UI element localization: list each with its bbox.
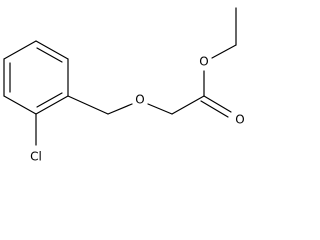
carbonyl-double-bond-inner: [200, 100, 229, 118]
methylene-to-carbonyl-bond: [171, 95, 205, 115]
ring-bond: [35, 95, 69, 115]
carbonyl-oxygen-label: O: [235, 113, 244, 127]
ester-oxygen-to-ethyl-bond: [211, 44, 237, 59]
chlorine-atom-label: Cl: [30, 150, 42, 164]
ring-inner-double-bond: [36, 92, 63, 108]
carbonyl-double-bond: [203, 95, 232, 113]
ring-bond: [3, 95, 37, 115]
ring-to-methylene-bond: [67, 95, 109, 115]
ring-bond: [3, 40, 37, 60]
benzene-ring: [3, 40, 69, 115]
ether-oxygen-to-methylene-bond: [147, 103, 173, 115]
ring-bond: [35, 40, 69, 60]
ether-oxygen-label: O: [135, 93, 144, 107]
methylene-to-ether-oxygen-bond: [107, 103, 133, 115]
chemical-structure: Cl O O O: [3, 7, 245, 164]
ring-inner-double-bond: [36, 47, 63, 63]
ester-oxygen-label: O: [199, 55, 208, 69]
